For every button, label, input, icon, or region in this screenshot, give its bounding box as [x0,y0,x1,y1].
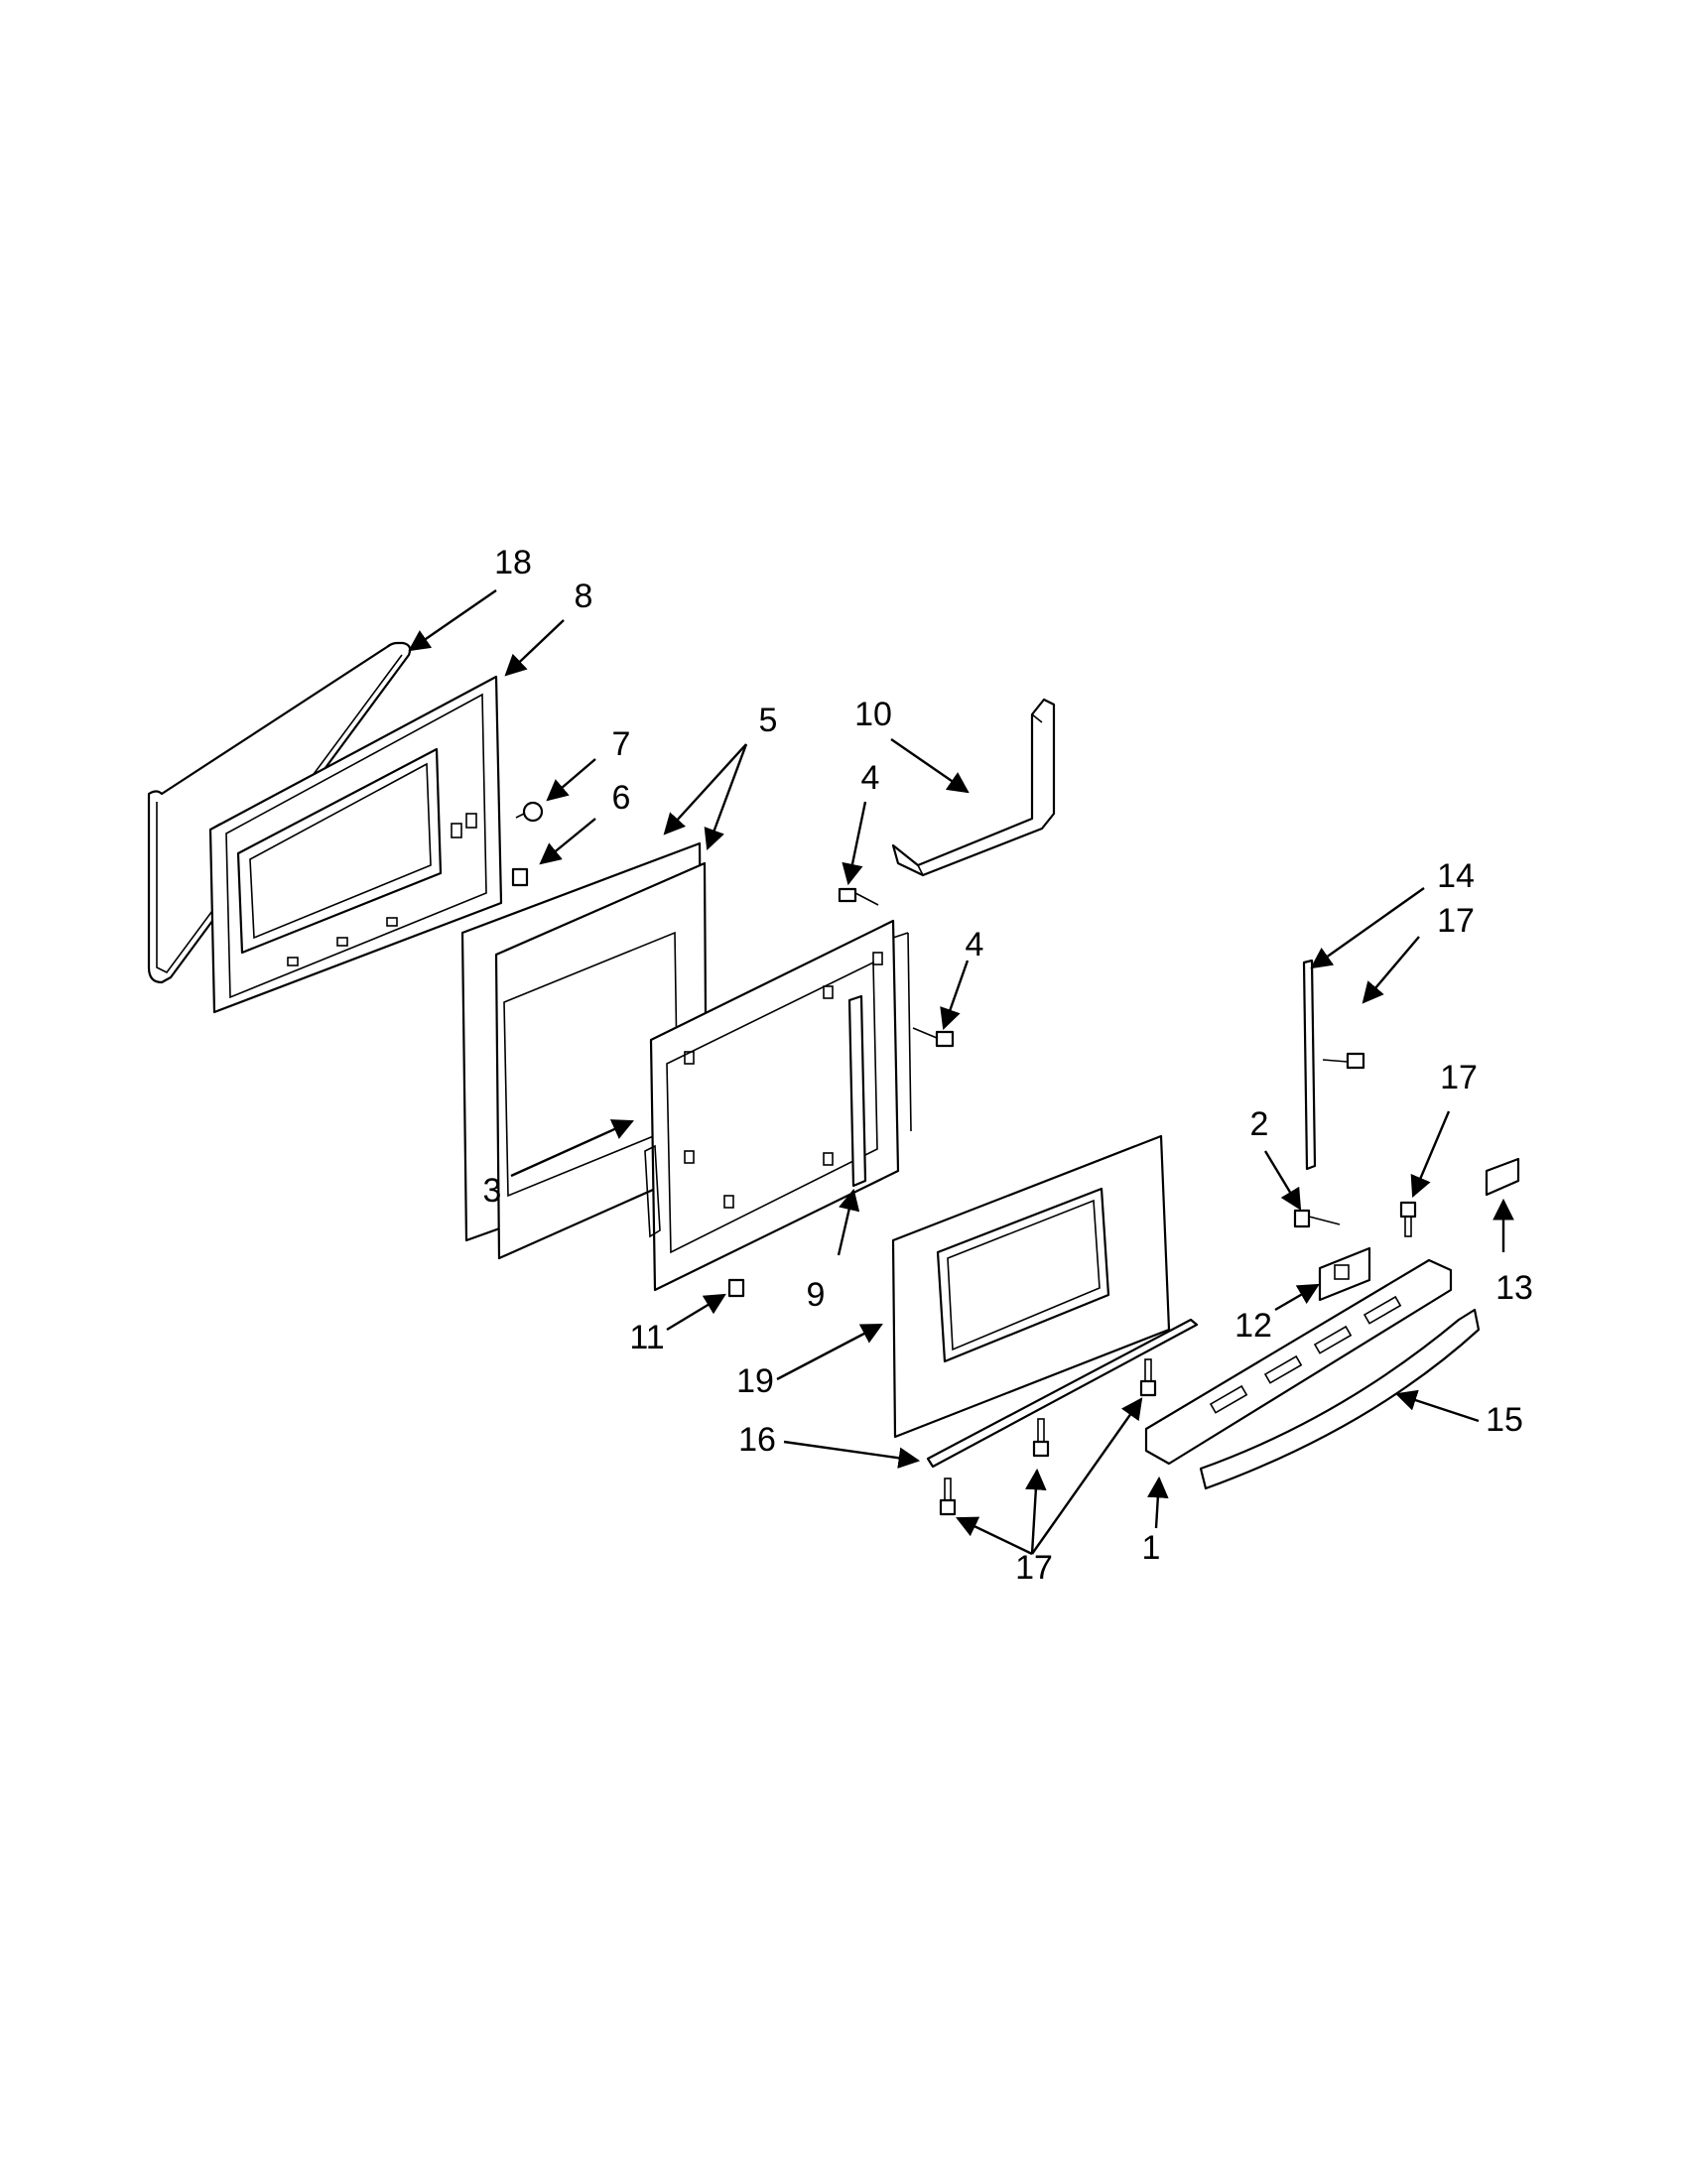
callout-3: 3 [483,1172,502,1210]
callout-19: 19 [736,1362,774,1400]
screw-part-4a [838,887,879,906]
callout-2: 2 [1250,1105,1269,1143]
glass-frame-part [644,919,912,1292]
callout-4-upper: 4 [861,759,880,797]
lower-trim-part [926,1318,1199,1469]
screw-part-17-bottom-1 [939,1477,957,1516]
screw-part-17-bottom-2 [1032,1418,1050,1458]
screw-part-4b [912,1027,955,1048]
clip-part-7 [515,801,544,823]
callout-6: 6 [612,779,631,817]
callout-16: 16 [738,1421,776,1459]
callout-15: 15 [1486,1401,1523,1439]
callout-14: 14 [1437,857,1475,895]
spacer-part-6 [511,867,529,887]
handle-base-part [1144,1258,1453,1466]
callout-17-upper: 17 [1437,902,1475,940]
callout-4-lower: 4 [966,926,984,964]
callout-7: 7 [612,725,631,763]
callout-18: 18 [494,544,532,581]
screw-part-2 [1293,1209,1341,1228]
handle-bracket-part [1318,1246,1371,1302]
callout-13: 13 [1495,1269,1533,1307]
callout-labels: 18 8 7 6 5 10 4 4 14 17 3 2 17 13 9 11 1… [483,544,1533,1587]
small-label-part [727,1278,745,1298]
door-trim-part [891,698,1056,877]
inner-door-liner-part [208,675,503,1014]
callout-9: 9 [807,1276,826,1314]
door-handle-part [1199,1308,1481,1490]
callout-12: 12 [1234,1307,1272,1345]
label-part-13 [1485,1157,1520,1197]
vertical-bracket-part [1302,959,1317,1171]
callout-8: 8 [575,578,593,615]
screw-part-17-upper [1322,1052,1365,1070]
callout-10: 10 [854,696,892,733]
outer-door-panel-part [891,1134,1171,1439]
callout-5: 5 [759,702,778,739]
callout-1: 1 [1142,1529,1161,1567]
callout-17-right: 17 [1440,1059,1478,1096]
side-bracket-part [847,994,867,1188]
screw-part-17-right [1399,1201,1417,1237]
screw-part-17-bottom-3 [1139,1358,1157,1397]
callout-11: 11 [629,1319,664,1356]
callout-17-bottom: 17 [1015,1549,1053,1587]
leader-lines [408,589,1514,1556]
